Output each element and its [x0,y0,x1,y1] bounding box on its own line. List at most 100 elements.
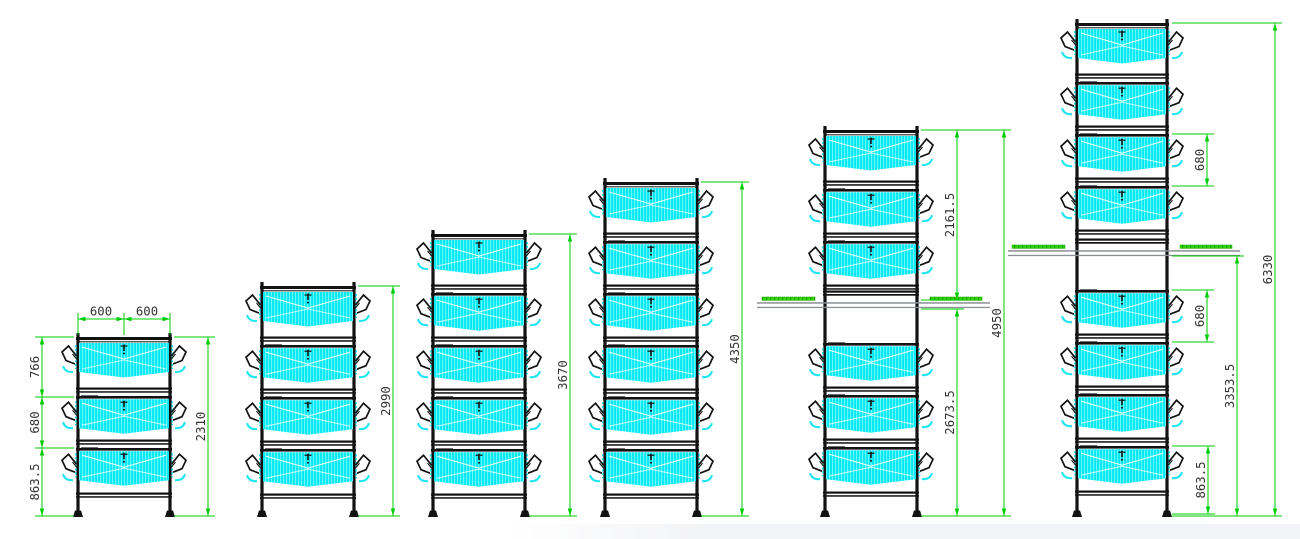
manure-belt-rail [1075,125,1169,128]
walkway-rail [757,302,990,304]
water-trough [808,266,821,275]
bracket-strut [256,410,262,418]
dimension-arrow [390,508,396,516]
manure-belt-rail [260,336,356,339]
mesh-slope-line [81,346,167,360]
mesh-slope-line [1080,153,1164,164]
rack-post [695,178,699,511]
bracket-strut [599,462,605,470]
mesh-slope-line [436,455,522,469]
tier-top-rail [1075,394,1169,397]
feed-trough-bracket [697,453,715,474]
tier-top-rail [823,395,919,398]
water-trough [1060,211,1073,220]
bracket-strut [354,410,360,418]
bracket-strut [819,408,825,416]
mesh-slope-line [608,312,694,323]
drinker-nipple [650,409,652,412]
manure-belt-rail [603,493,699,496]
mesh-slope-line [436,299,522,313]
dimension-arrow [205,508,211,516]
bracket-strut [1167,459,1173,467]
tier-top-rail [603,293,699,296]
mesh-slope-line [1080,32,1164,46]
mesh-slope-line [828,362,914,373]
mesh-slope-line [1080,309,1164,320]
dimension-arrow [1234,508,1240,516]
feed-trough-bracket [1059,294,1077,315]
bracket-strut [599,306,605,314]
water-trough [701,422,714,431]
feed-trough-bracket [697,245,715,266]
water-trough [921,368,934,377]
feed-trough-bracket [1059,346,1077,367]
bracket-strut [1167,303,1173,311]
feed-trough-bracket [244,349,262,370]
manure-belt-rail [1075,437,1169,440]
manure-belt-rail [1075,177,1169,180]
mesh-slope-line [828,247,914,261]
mesh-slope-line [1080,296,1164,310]
bracket-strut [170,409,176,417]
water-trough [1171,315,1184,324]
dimension-arrow [39,389,45,397]
feed-trough-bracket [1167,190,1185,211]
mesh-slope-line [828,208,914,219]
feed-trough-bracket [587,349,605,370]
bracket-strut [525,306,531,314]
water-trough [529,262,542,271]
bracket-strut [72,409,78,417]
drinker-nipple [870,253,872,256]
bracket-strut [427,306,433,314]
dimension-2990: 2990 [358,285,400,517]
water-trough [921,214,934,223]
manure-belt-rail [603,440,699,443]
walkway-platform [1179,244,1233,249]
bracket-strut [599,198,605,206]
dimension-4950: 4950 [921,129,1011,517]
dimension-arrow [162,316,170,322]
bracket-strut [917,202,923,210]
bracket-strut [354,358,360,366]
water-trough [1060,367,1073,376]
water-trough [174,421,187,430]
feed-trough-bracket [807,245,825,266]
tier-top-rail [76,396,172,399]
water-trough [245,474,258,483]
water-trough [1171,159,1184,168]
drinker-nipple [1121,458,1123,461]
bracket-strut [599,358,605,366]
mesh-slope-line [1080,88,1164,102]
leg-foot [1162,510,1172,517]
leg-foot [820,510,830,517]
bracket-strut [1071,303,1077,311]
manure-belt-rail [823,438,919,441]
feed-trough-bracket [415,401,433,422]
mesh-slope-line [608,364,694,375]
water-trough [174,365,187,374]
dimension-arrow [567,508,573,516]
mesh-slope-line [828,414,914,425]
feed-trough-bracket [807,347,825,368]
drinker-nipple [123,408,125,411]
dimension-600: 600 [123,305,171,335]
dimension-label: 3353.5 [1223,364,1237,408]
bracket-strut [525,250,531,258]
dimension-label: 766 [28,356,42,378]
drinker-nipple [478,357,480,360]
bracket-strut [1071,407,1077,415]
dimension-label: 2673.5 [943,390,957,434]
bracket-strut [256,462,262,470]
manure-belt-rail [1075,333,1169,336]
manure-belt-rail [823,180,919,183]
walkway-rail [1008,250,1240,252]
dimension-arrow [954,309,960,317]
mesh-slope-line [436,351,522,365]
feed-trough-bracket [697,189,715,210]
water-trough [1060,419,1073,428]
feed-trough-bracket [1167,86,1185,107]
dimension-arrow [124,316,132,322]
feed-trough-bracket [415,241,433,262]
manure-belt-rail [1075,73,1169,76]
bracket-strut [170,461,176,469]
